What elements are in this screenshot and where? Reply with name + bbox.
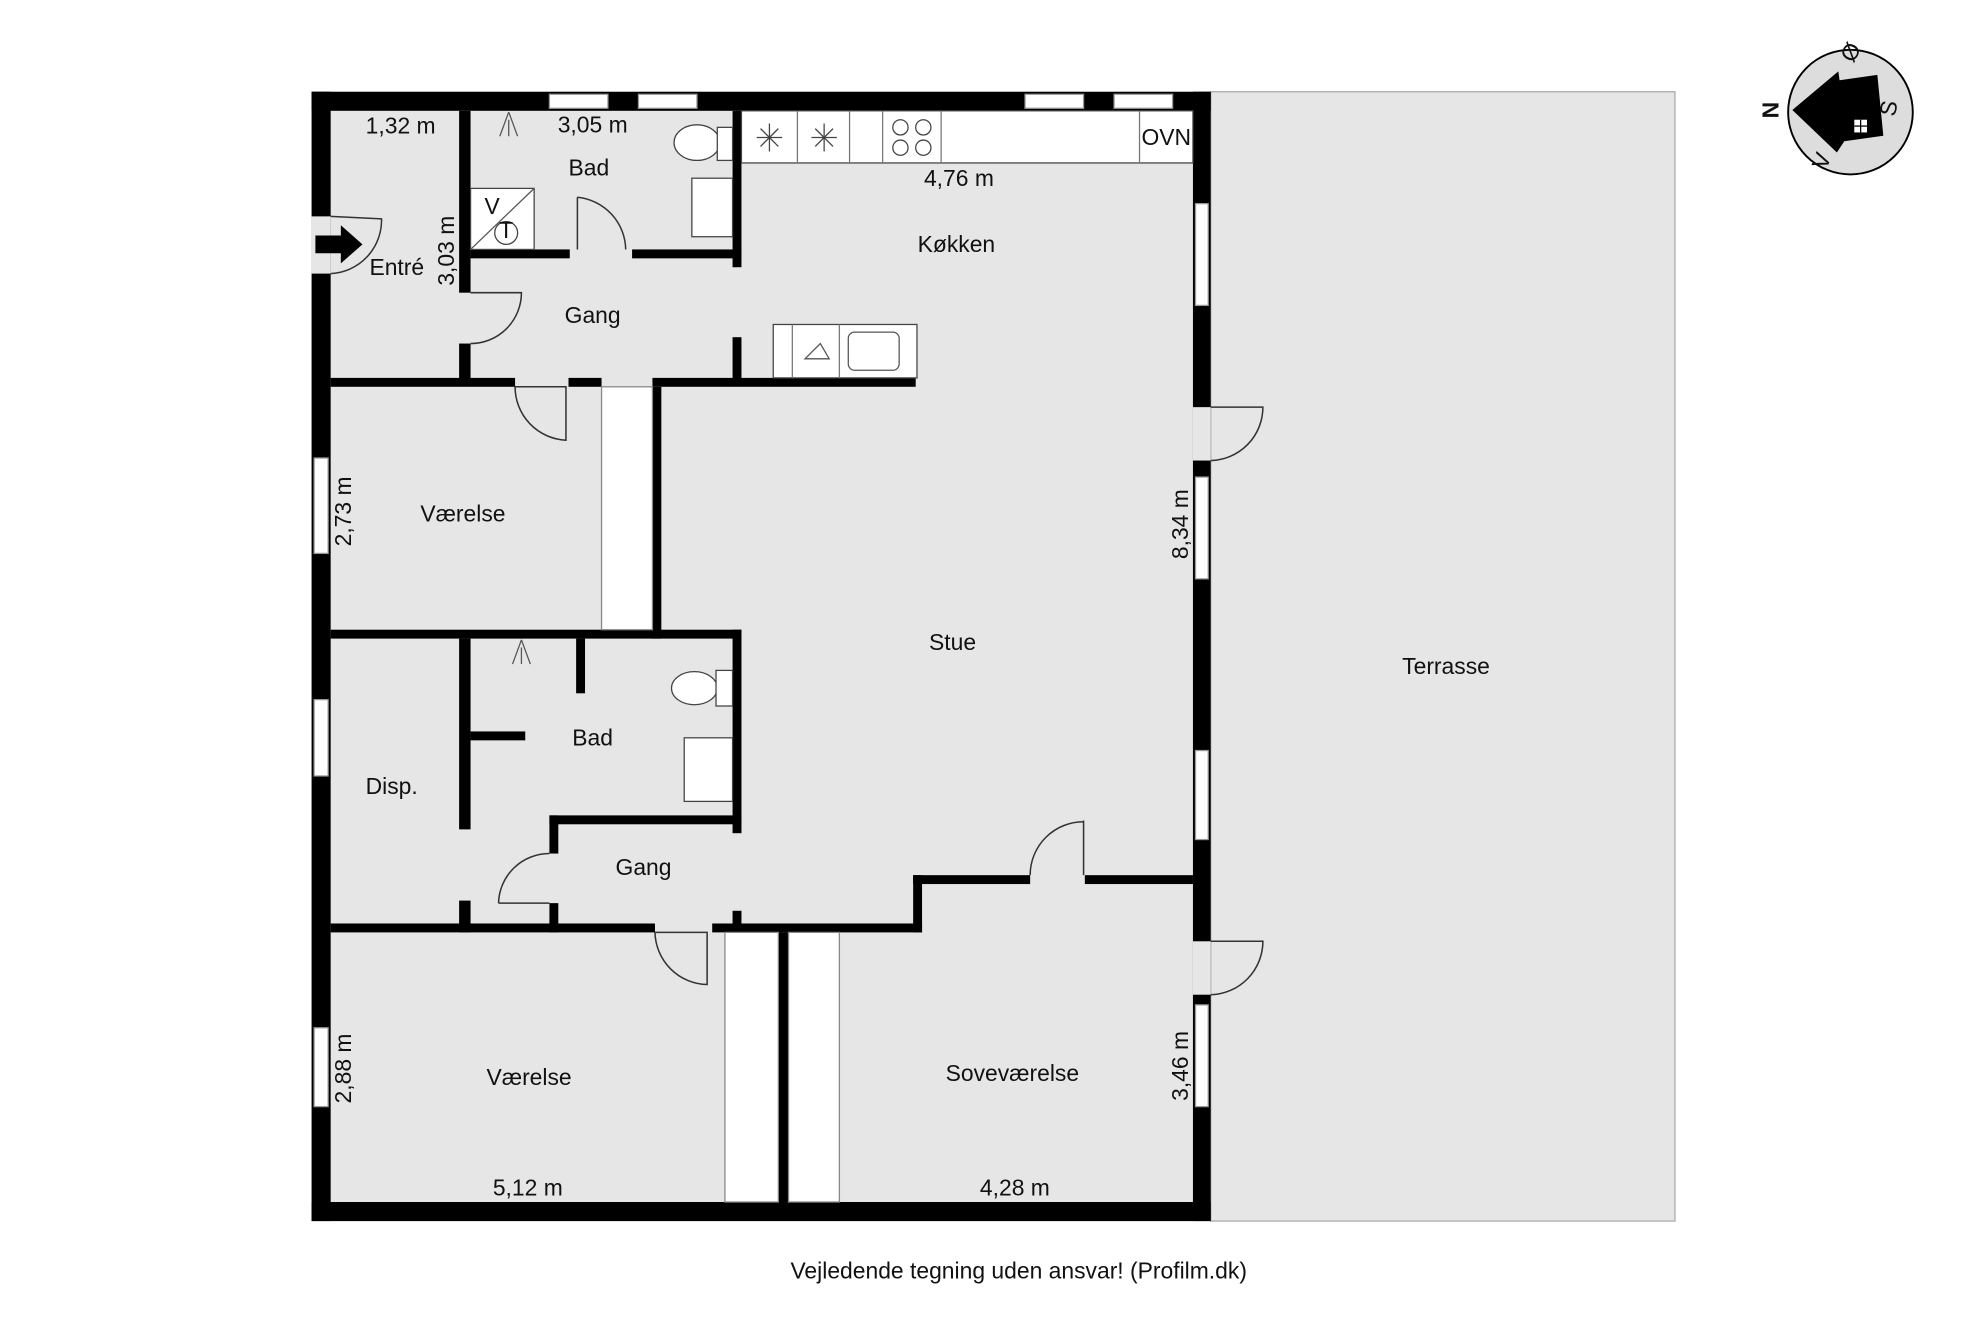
- room-vaerelse-2: Værelse: [486, 1064, 571, 1090]
- compass-icon: N Ø S V: [1758, 38, 1914, 176]
- room-kokken: Køkken: [918, 231, 996, 257]
- room-gang-1: Gang: [565, 302, 621, 328]
- room-bad-2: Bad: [572, 724, 613, 750]
- room-terrasse: Terrasse: [1402, 653, 1490, 679]
- dryer-icon: T: [499, 217, 513, 243]
- entrance-arrow-icon: [315, 225, 363, 264]
- closets: [600, 386, 841, 1203]
- dim-label: 8,34 m: [1167, 489, 1193, 559]
- toilet-icon: [670, 671, 718, 706]
- bath1-fixtures: V T: [469, 111, 734, 251]
- dim-label: 2,88 m: [330, 1034, 356, 1104]
- shower-icon: [499, 111, 519, 137]
- terrace-area: [1210, 91, 1676, 1222]
- disclaimer-footer: Vejledende tegning uden ansvar! (Profilm…: [790, 1257, 1247, 1283]
- room-sovevaerelse: Soveværelse: [946, 1060, 1080, 1086]
- kitchen-counter: OVN: [740, 110, 1194, 164]
- dim-label: 1,32 m: [366, 113, 436, 139]
- sink-icon: [691, 177, 734, 238]
- kitchen-island: [772, 323, 918, 379]
- stove-icon: [892, 119, 932, 156]
- washer-icon: V: [485, 193, 501, 219]
- dim-label: 5,12 m: [493, 1175, 563, 1201]
- interior-walls: [330, 110, 1193, 1203]
- dishwasher-icon: [803, 342, 831, 360]
- room-disp: Disp.: [366, 773, 418, 799]
- doors: [330, 196, 1264, 996]
- dim-label: 3,46 m: [1167, 1031, 1193, 1101]
- sink-icon: [847, 331, 900, 371]
- shower-icon: [511, 639, 531, 665]
- room-vaerelse-1: Værelse: [420, 501, 505, 527]
- oven-label: OVN: [1141, 124, 1191, 150]
- outer-walls: [311, 91, 1211, 1222]
- dim-label: 2,73 m: [330, 476, 356, 546]
- dim-label: 4,76 m: [924, 165, 994, 191]
- sink-icon: [683, 737, 734, 803]
- room-gang-2: Gang: [616, 854, 672, 880]
- toilet-icon: [673, 124, 721, 162]
- room-labels: Entré Bad Køkken Gang Værelse Stue Bad D…: [366, 155, 1490, 1090]
- compass-south: S: [1874, 98, 1902, 118]
- freezer-icon: [756, 123, 783, 152]
- dim-label: 3,03 m: [433, 216, 459, 286]
- windows: [313, 93, 1209, 1108]
- room-stue: Stue: [929, 629, 976, 655]
- dim-label: 3,05 m: [558, 111, 628, 137]
- outside-door-openings: [302, 216, 312, 274]
- dimension-labels: 1,32 m 3,05 m 4,76 m 3,03 m 2,73 m 8,34 …: [330, 111, 1193, 1200]
- fridge-icon: [811, 123, 837, 152]
- room-bad-1: Bad: [568, 155, 609, 181]
- compass-north: N: [1758, 102, 1784, 119]
- room-entre: Entré: [369, 254, 424, 280]
- dim-label: 4,28 m: [980, 1175, 1050, 1201]
- bath2-fixtures: [511, 639, 734, 803]
